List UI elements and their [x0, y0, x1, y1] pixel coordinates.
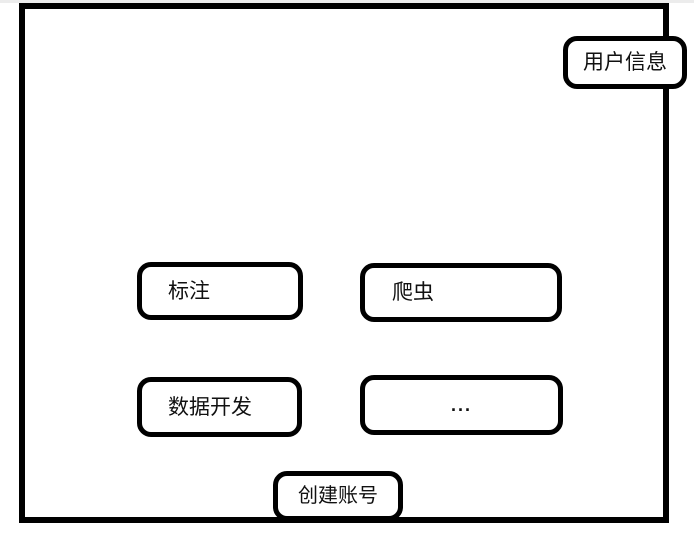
- create-account-button[interactable]: 创建账号: [273, 471, 403, 521]
- outer-frame: 用户信息 标注 爬虫 数据开发 ... 创建账号: [19, 3, 687, 523]
- create-account-label: 创建账号: [298, 485, 378, 507]
- crawler-label: 爬虫: [392, 281, 434, 304]
- annotation-button[interactable]: 标注: [137, 262, 303, 320]
- more-options-button[interactable]: ...: [360, 375, 563, 435]
- annotation-label: 标注: [168, 279, 210, 303]
- data-development-label: 数据开发: [168, 395, 252, 419]
- user-info-button[interactable]: 用户信息: [563, 36, 687, 89]
- crawler-button[interactable]: 爬虫: [360, 263, 562, 322]
- user-info-label: 用户信息: [583, 51, 667, 74]
- data-development-button[interactable]: 数据开发: [137, 377, 302, 437]
- top-strip: [0, 0, 694, 3]
- more-options-label: ...: [450, 395, 472, 415]
